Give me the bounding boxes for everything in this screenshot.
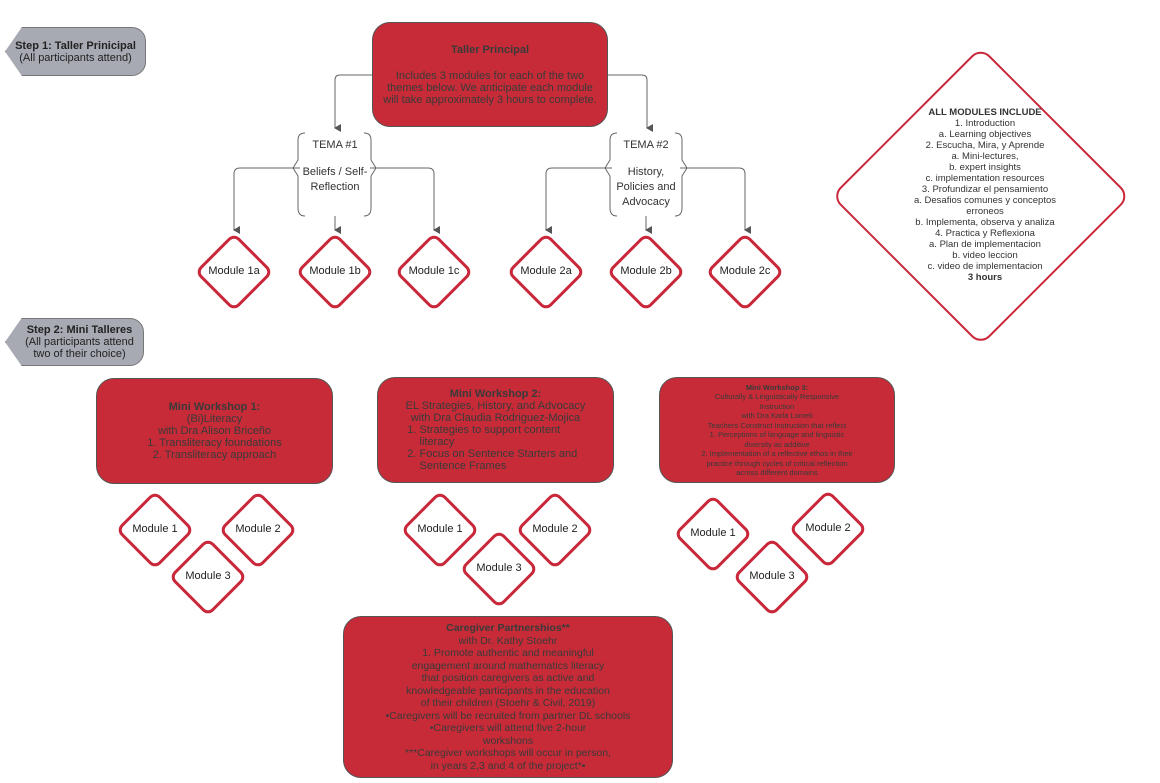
caregiver-title: Caregiver Partnershios** — [446, 622, 570, 634]
all-modules-line: 1. Introduction — [954, 118, 1016, 129]
step1-subtitle: (All participants attend) — [19, 51, 132, 64]
mini-workshop-1: Mini Workshop 1: (Bi)Literacy with Dra A… — [96, 378, 333, 484]
module-label: Module 1b — [309, 265, 361, 277]
all-modules-hours: 3 hours — [967, 272, 1003, 283]
all-modules-line: 4. Practica y Reflexiona — [935, 228, 1035, 239]
taller-body: Includes 3 modules for each of the two t… — [383, 69, 597, 106]
caregiver-line: •Caregivers will be recruited from partn… — [385, 709, 631, 722]
ws2-title: Mini Workshop 2: — [449, 388, 542, 400]
ws3-line: Culturally & Linguistically Responsive I… — [714, 392, 840, 411]
all-modules-title: ALL MODULES INCLUDE — [928, 107, 1042, 118]
module-label: Module 3 — [185, 570, 231, 582]
ws3-title: Mini Workshop 3: — [745, 382, 809, 392]
ws2-line: with Dra Claudia Rodriguez-Mojica — [410, 412, 581, 424]
mini-workshop-3: Mini Workshop 3: Culturally & Linguistic… — [659, 377, 895, 483]
all-modules-diamond — [836, 51, 1126, 341]
ws1-line: 2. Transliteracy approach — [152, 449, 277, 461]
all-modules-line: b. expert insights — [949, 162, 1021, 173]
step2-subtitle: (All participants attend two of their ch… — [25, 336, 134, 360]
all-modules-line: a. Plan de implementacion — [929, 239, 1041, 250]
ws2-item: Strategies to support content literacy — [420, 424, 590, 448]
all-modules-line: a. Mini-lectures, — [951, 151, 1019, 162]
step2-label: Step 2: Mini Talleres (All participants … — [5, 318, 144, 366]
all-modules-line: a. Learning objectives — [938, 129, 1032, 140]
caregiver-partnerships-box: Caregiver Partnershios** with Dr. Kathy … — [343, 616, 673, 778]
all-modules-line: erroneos — [966, 206, 1004, 217]
ws1-line: 1. Transliteracy foundations — [147, 437, 282, 449]
ws3-line: 2. Implementation of a reflective ethos … — [701, 449, 853, 477]
module-label: Module 3 — [749, 570, 795, 582]
caregiver-line: workshons — [482, 734, 534, 747]
module-label: Module 1 — [417, 523, 463, 535]
module-label: Module 1a — [208, 265, 260, 277]
module-label: Module 3 — [476, 562, 522, 574]
all-modules-line: a. Desafios comunes y conceptos — [913, 195, 1057, 206]
caregiver-line: that position caregivers as active and — [421, 672, 595, 684]
ws2-item: Focus on Sentence Starters and Sentence … — [420, 448, 590, 472]
module-label: Module 2a — [520, 265, 572, 277]
all-modules-line: 2. Escucha, Mira, y Aprende — [925, 140, 1045, 151]
caregiver-line: •Caregivers will attend five 2-hour — [429, 722, 587, 734]
ws1-line: with Dra Alison Briceño — [157, 425, 272, 437]
module-label: Module 2 — [235, 523, 281, 535]
module-label: Module 2b — [620, 265, 672, 277]
ws2-line: EL Strategies, History, and Advocacy — [405, 400, 586, 412]
tema1: TEMA #1 Beliefs / Self-Reflection — [300, 138, 370, 195]
step1-title: Step 1: Taller Prinicipal — [15, 39, 136, 52]
module-label: Module 1 — [690, 527, 736, 539]
tema1-body: Beliefs / Self-Reflection — [302, 166, 368, 193]
all-modules-line: c. implementation resources — [925, 173, 1045, 184]
caregiver-line: with Dr. Kathy Stoehr — [458, 634, 558, 647]
all-modules-line: b. Implementa, observa y analiza — [915, 217, 1055, 228]
module-label: Module 2 — [532, 523, 578, 535]
caregiver-line: knowledgeable participants in the educat… — [406, 684, 610, 697]
ws1-title: Mini Workshop 1: — [168, 401, 261, 413]
all-modules-line: 3. Profundizar el pensamiento — [921, 184, 1049, 195]
module-label: Module 2 — [805, 522, 851, 534]
tema1-title: TEMA #1 — [312, 139, 358, 151]
all-modules-line: b. video leccion — [952, 250, 1018, 261]
caregiver-line: in years 2,3 and 4 of the project*• — [430, 759, 586, 772]
taller-title: Taller Principal — [450, 43, 530, 56]
ws3-line: Teachers Construct Instruction that refl… — [707, 420, 847, 430]
caregiver-line: of their children (Stoehr & Civil, 2019) — [420, 697, 596, 709]
ws1-line: (Bi)Literacy — [186, 413, 243, 425]
caregiver-line: 1. Promote authentic and meaningful — [422, 647, 594, 659]
ws3-line: 1. Perceptions of language and linguisti… — [709, 430, 845, 449]
mini-workshop-2: Mini Workshop 2: EL Strategies, History,… — [377, 377, 614, 483]
caregiver-line: ***Caregiver workshops will occur in per… — [404, 747, 611, 759]
all-modules-line: c. video de implementacion — [927, 261, 1043, 272]
ws3-line: with Dra Karla Lomeli — [741, 411, 813, 420]
module-label: Module 2c — [719, 265, 771, 277]
tema2: TEMA #2 History, Policies and Advocacy — [612, 138, 680, 210]
caregiver-line: engagement around mathematics literacy — [411, 659, 605, 672]
step1-label: Step 1: Taller Prinicipal (All participa… — [5, 27, 146, 76]
taller-principal-box: Taller Principal Includes 3 modules for … — [372, 22, 608, 127]
module-label: Module 1c — [408, 265, 460, 277]
step2-title: Step 2: Mini Talleres — [26, 324, 133, 336]
module-label: Module 1 — [132, 523, 178, 535]
tema2-title: TEMA #2 — [623, 139, 669, 151]
tema2-body: History, Policies and Advocacy — [616, 166, 676, 208]
